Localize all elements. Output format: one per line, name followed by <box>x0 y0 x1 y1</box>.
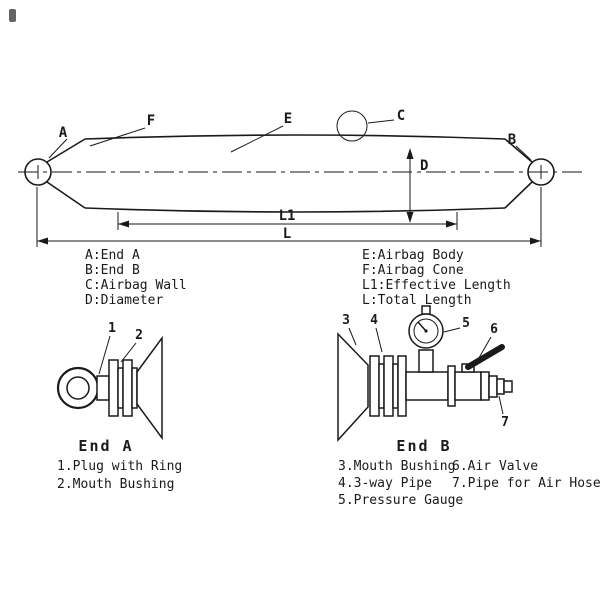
callout-end-b: B <box>508 132 516 148</box>
plug-ring-outer <box>56 366 100 410</box>
gauge-needle <box>417 321 427 332</box>
end-a-detail: 1 2 End A 1.Plug with Ring 2.Mouth Bushi… <box>56 321 182 492</box>
valve-handle <box>465 344 505 370</box>
leader-7 <box>498 395 504 415</box>
legend-item-a: A:End A <box>85 248 140 263</box>
cone-left-top <box>46 138 86 163</box>
bushing-rib <box>122 359 133 417</box>
dimension-diameter: D <box>406 148 428 223</box>
callout-airbag-cone: F <box>147 113 155 129</box>
callout-1: 1 <box>108 321 116 336</box>
callout-diameter: D <box>420 158 428 174</box>
end-a-title: End A <box>78 437 133 455</box>
leader-3 <box>348 327 357 346</box>
leader-6 <box>475 336 492 364</box>
callout-4: 4 <box>370 313 378 328</box>
valve-flange <box>447 365 456 407</box>
legend-item-c: C:Airbag Wall <box>85 278 187 293</box>
leader-1 <box>98 335 111 375</box>
dimension-effective-length: L1 <box>117 208 458 230</box>
callout-5: 5 <box>462 316 470 331</box>
end-a-part-2: 2.Mouth Bushing <box>57 477 174 492</box>
airbag-side-view: A F E C B D L1 L <box>18 108 582 247</box>
three-way-pipe <box>405 371 449 401</box>
legend-item-d: D:Diameter <box>85 293 163 308</box>
plug-ring-inner <box>66 376 90 400</box>
air-valve-body <box>454 371 482 401</box>
end-b-part-3: 3.Mouth Bushing <box>338 459 455 474</box>
three-way-pipe-branch <box>418 349 434 373</box>
end-a-part-1: 1.Plug with Ring <box>57 459 182 474</box>
callout-effective-length: L1 <box>279 208 296 224</box>
leader-4 <box>375 327 383 353</box>
pressure-gauge-dial <box>413 318 439 344</box>
hose-pipe-step <box>480 371 490 401</box>
gauge-pivot <box>424 329 428 333</box>
end-b-part-6: 6.Air Valve <box>452 459 538 474</box>
callout-airbag-body: E <box>284 111 292 127</box>
end-b-part-4: 4.3-way Pipe <box>338 476 432 491</box>
hose-pipe-tip <box>503 380 513 393</box>
end-b-detail: 3 4 5 6 7 End B 3.Mouth Bushing 4.3-way … <box>337 305 600 508</box>
end-a-cone <box>136 335 163 441</box>
cone-left-bottom <box>46 181 86 209</box>
leader-B <box>515 145 532 161</box>
bushing-rib <box>108 359 119 417</box>
legend-item-b: B:End B <box>85 263 140 278</box>
leader-5 <box>443 327 461 333</box>
legend-item-l1: L1:Effective Length <box>362 278 511 293</box>
end-fitting-left <box>24 158 52 186</box>
callout-6: 6 <box>490 322 498 337</box>
gauge-knob <box>421 305 431 315</box>
end-b-cone <box>337 332 369 442</box>
callout-total-length: L <box>283 226 291 242</box>
callout-3: 3 <box>342 313 350 328</box>
legend-item-f: F:Airbag Cone <box>362 263 464 278</box>
leader-C <box>367 119 395 124</box>
end-b-title: End B <box>396 437 451 455</box>
leader-2 <box>120 342 137 363</box>
callout-end-a: A <box>59 125 68 141</box>
callout-airbag-wall: C <box>397 108 405 124</box>
callout-2: 2 <box>135 328 143 343</box>
end-fitting-right <box>527 158 555 186</box>
plug-body <box>96 375 110 401</box>
bushing-rib <box>397 355 407 417</box>
leader-F <box>89 127 146 147</box>
callout-7: 7 <box>501 415 509 430</box>
bushing-rib <box>369 355 380 417</box>
bushing-rib <box>383 355 394 417</box>
leader-E <box>230 125 284 153</box>
cone-right-bottom <box>504 181 533 209</box>
legend: A:End A B:End B C:Airbag Wall D:Diameter… <box>85 248 511 308</box>
airbag-body-bottom-edge <box>84 207 506 213</box>
cone-right-top <box>504 138 533 163</box>
end-b-part-5: 5.Pressure Gauge <box>338 493 463 508</box>
legend-item-e: E:Airbag Body <box>362 248 464 263</box>
scan-artifact <box>9 9 16 22</box>
hose-pipe-step <box>488 375 498 398</box>
hose-pipe-step <box>496 378 505 395</box>
airbag-wall-circle <box>336 110 368 142</box>
leader-A <box>48 138 68 159</box>
end-b-part-7: 7.Pipe for Air Hose <box>452 476 600 491</box>
airbag-body-top-edge <box>84 134 506 140</box>
legend-item-l: L:Total Length <box>362 293 472 308</box>
dimension-total-length: L <box>36 187 542 247</box>
